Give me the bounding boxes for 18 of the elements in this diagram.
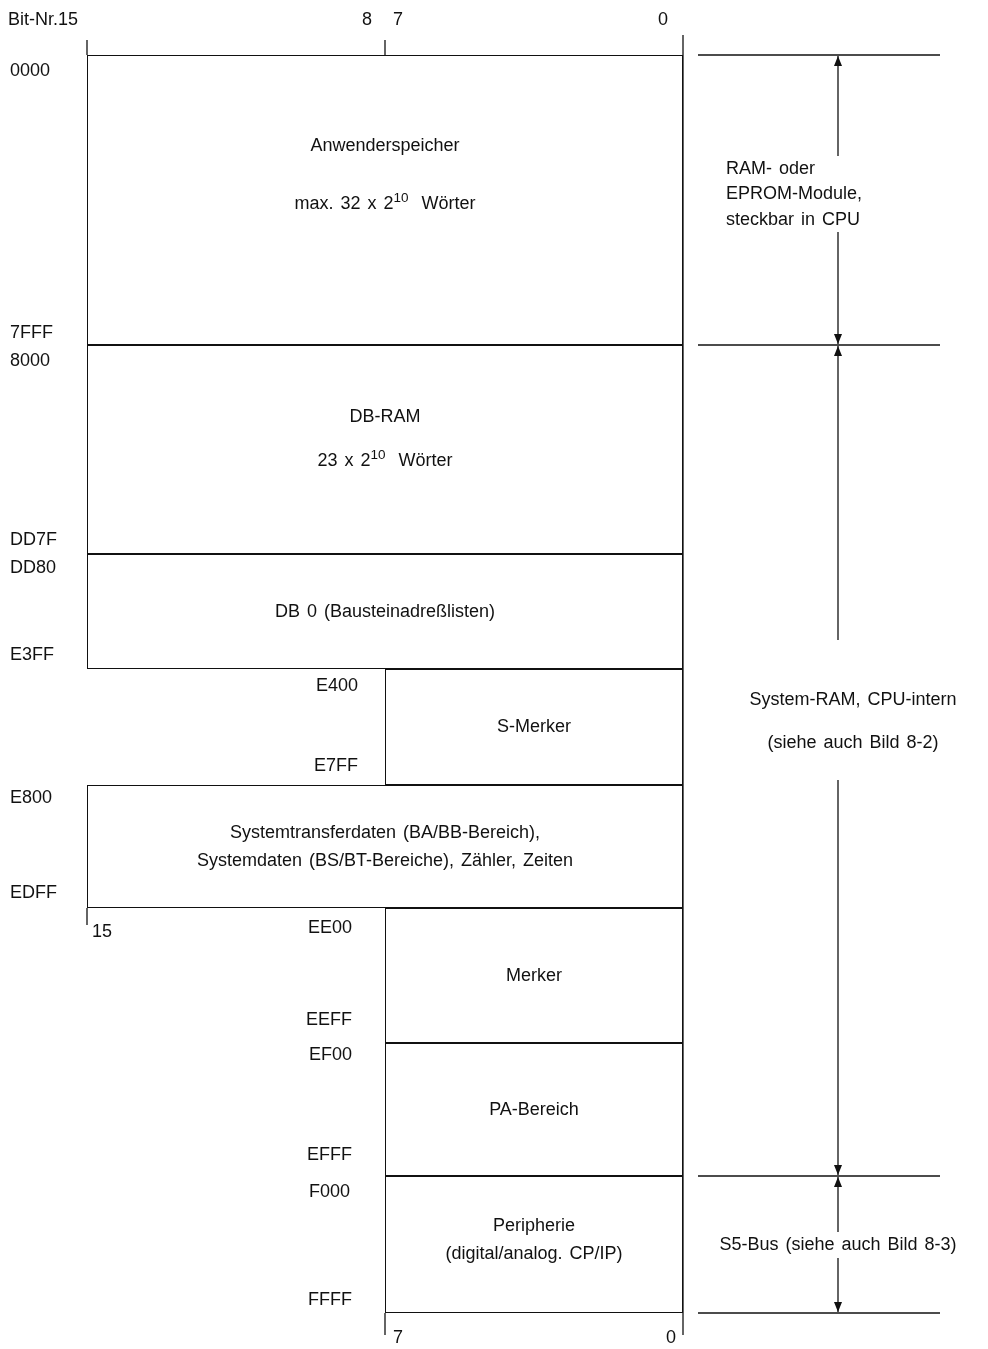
memory-region-box [385,908,683,1043]
region-text: Systemtransferdaten (BA/BB-Bereich), Systemdaten (BS/BT-Bereiche), Zähler, Zeiten [195,820,575,872]
region-text: Merker [506,963,562,987]
memory-region-box [385,1043,683,1176]
memory-region-box [385,669,683,785]
region-text: DB 0 (Bausteinadreßlisten) [274,599,496,623]
memory-region-box [87,345,683,554]
memory-region-box [87,785,683,908]
region-text: Peripherie (digital/analog. CP/IP) [444,1213,624,1265]
region-text: max. 32 x 2$^{10}$ Wörter [294,188,476,216]
memory-region-box [87,55,683,345]
region-text: DB-RAM [349,405,421,429]
region-text: Anwenderspeicher [310,133,460,157]
region-text: PA-Bereich [489,1097,579,1121]
region-text: S-Merker [497,715,571,739]
region-text: 23 x 2$^{10}$ Wörter [317,446,453,473]
memory-region-box [87,554,683,669]
memory-region-box [385,1176,683,1313]
